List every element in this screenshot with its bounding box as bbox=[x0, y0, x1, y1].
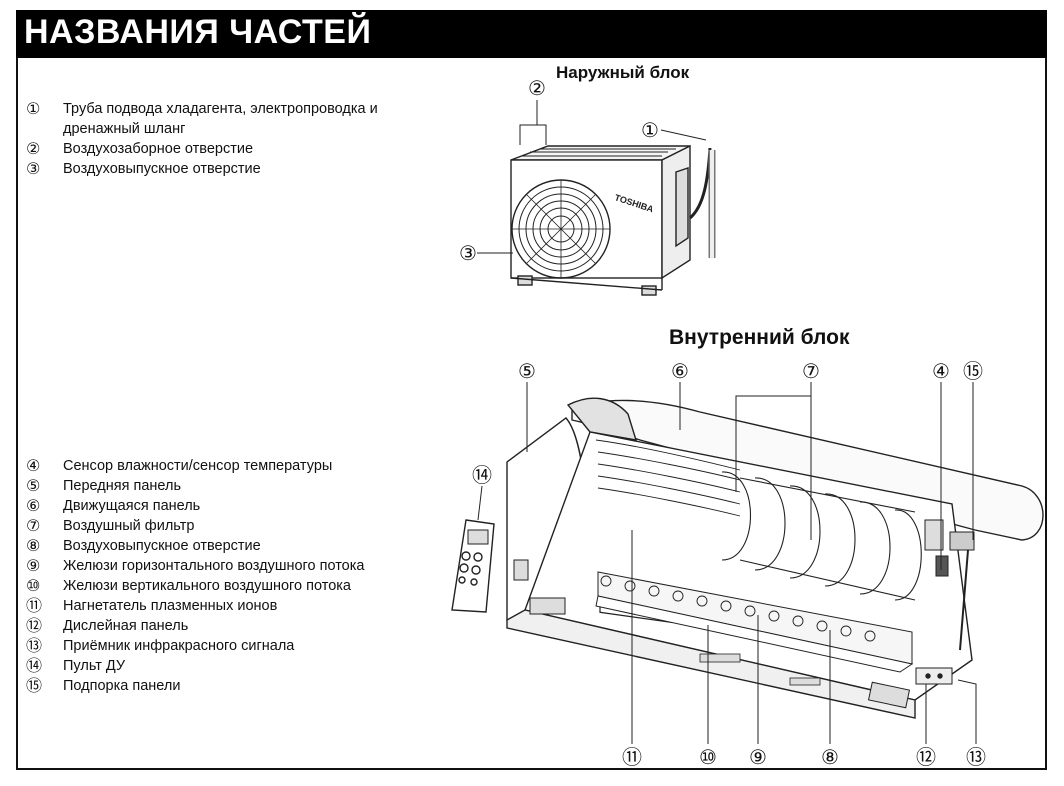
legend-item: ⑬ Приёмник инфракрасного сигнала bbox=[26, 636, 433, 656]
legend-item: ⑩ Желюзи вертикального воздушного потока bbox=[26, 576, 433, 596]
callout-5: ⑤ bbox=[518, 359, 536, 383]
callout-15: ⑮ bbox=[963, 359, 983, 383]
legend-number: ⑬ bbox=[26, 636, 43, 655]
legend-item: ⑫ Дислейная панель bbox=[26, 616, 433, 636]
legend-label: Передняя панель bbox=[63, 478, 182, 494]
legend-item: ⑥ Движущаяся панель bbox=[26, 496, 433, 516]
callout-1: ① bbox=[641, 118, 659, 142]
legend-label: Воздушный фильтр bbox=[63, 518, 195, 534]
legend-label: Воздуховыпускное отверстие bbox=[63, 538, 261, 554]
legend-number: ⑨ bbox=[26, 556, 41, 575]
legend-label: Нагнетатель плазменных ионов bbox=[63, 598, 278, 614]
legend-number: ⑩ bbox=[26, 576, 41, 595]
legend-number: ⑮ bbox=[26, 676, 43, 695]
callout-9: ⑨ bbox=[749, 745, 767, 769]
legend-item: ⑨ Желюзи горизонтального воздушного поток… bbox=[26, 556, 433, 576]
callout-10: ⑩ bbox=[699, 745, 717, 769]
legend-item: ⑮ Подпорка панели bbox=[26, 676, 433, 696]
indoor-heading: Внутренний блок bbox=[669, 326, 850, 349]
indoor-unit-illustration bbox=[506, 397, 1044, 719]
air-filter-icon bbox=[721, 471, 922, 601]
legend-item: ⑪ Нагнетатель плазменных ионов bbox=[26, 596, 433, 616]
callout-8: ⑧ bbox=[821, 745, 839, 769]
legend-label: Подпорка панели bbox=[63, 678, 181, 694]
callout-4: ④ bbox=[932, 359, 950, 383]
legend-number: ④ bbox=[26, 456, 41, 475]
legend-item: ② Воздухозаборное отверстие bbox=[26, 139, 433, 159]
callout-11: ⑪ bbox=[622, 745, 642, 769]
callout-2: ② bbox=[528, 76, 546, 100]
legend-number: ⑪ bbox=[26, 596, 43, 615]
remote-control-icon bbox=[451, 519, 495, 613]
callout-12: ⑫ bbox=[916, 745, 936, 769]
outdoor-legend: ① Труба подвода хладагента, электропрово… bbox=[26, 99, 433, 179]
legend-item: ⑧ Воздуховыпускное отверстие bbox=[26, 536, 433, 556]
legend-item: ① Труба подвода хладагента, электропрово… bbox=[26, 99, 433, 139]
page-title: НАЗВАНИЯ ЧАСТЕЙ bbox=[24, 13, 372, 51]
legend-label: Желюзи вертикального воздушного потока bbox=[63, 578, 351, 594]
legend-number: ⑤ bbox=[26, 476, 41, 495]
callout-3: ③ bbox=[459, 241, 477, 265]
legend-number: ① bbox=[26, 99, 41, 118]
legend-label: Приёмник инфракрасного сигнала bbox=[63, 638, 295, 654]
leader-lines bbox=[477, 100, 977, 744]
callout-6: ⑥ bbox=[671, 359, 689, 383]
callout-7: ⑦ bbox=[802, 359, 820, 383]
legend-item: ③ Воздуховыпускное отверстие bbox=[26, 159, 433, 179]
legend-number: ⑦ bbox=[26, 516, 41, 535]
legend-item: ⑤ Передняя панель bbox=[26, 476, 433, 496]
outdoor-heading: Наружный блок bbox=[556, 63, 690, 82]
callouts: ① ② ③ ④ ⑤ ⑥ ⑦ ⑧ ⑨ ⑩ ⑪ ⑫ ⑬ ⑭ ⑮ bbox=[459, 76, 986, 769]
legend-number: ③ bbox=[26, 159, 41, 178]
title-bar bbox=[16, 10, 1047, 58]
legend-label: Движущаяся панель bbox=[63, 498, 201, 514]
legend-item: ④ Сенсор влажности/сенсор температуры bbox=[26, 456, 433, 476]
legend-label: Дислейная панель bbox=[63, 618, 189, 634]
legend-label: Труба подвода хладагента, электропроводк… bbox=[63, 101, 378, 137]
outdoor-unit-illustration: TOSHIBA bbox=[510, 144, 716, 296]
legend-item: ⑦ Воздушный фильтр bbox=[26, 516, 433, 536]
legend-number: ⑧ bbox=[26, 536, 41, 555]
legend-item: ⑭ Пульт ДУ bbox=[26, 656, 433, 676]
indoor-legend: ④ Сенсор влажности/сенсор температуры ⑤ Пе… bbox=[26, 456, 433, 696]
legend-label: Воздуховыпускное отверстие bbox=[63, 161, 261, 177]
legend-number: ⑭ bbox=[26, 656, 43, 675]
legend-label: Желюзи горизонтального воздушного потока bbox=[63, 558, 365, 574]
legend-label: Воздухозаборное отверстие bbox=[63, 141, 254, 157]
legend-number: ⑫ bbox=[26, 616, 43, 635]
legend-label: Пульт ДУ bbox=[63, 658, 126, 674]
legend-label: Сенсор влажности/сенсор температуры bbox=[63, 458, 333, 474]
legend-number: ⑥ bbox=[26, 496, 41, 515]
callout-14: ⑭ bbox=[472, 463, 492, 487]
callout-13: ⑬ bbox=[966, 745, 986, 769]
legend-number: ② bbox=[26, 139, 41, 158]
fan-grille-icon bbox=[511, 179, 611, 279]
